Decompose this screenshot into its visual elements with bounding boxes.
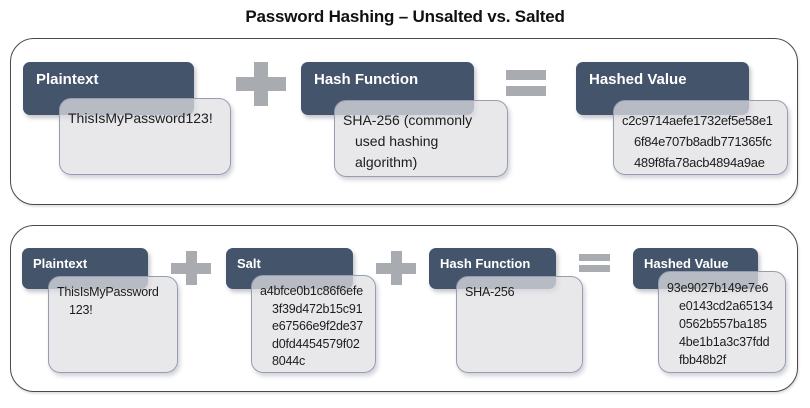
salted-panel: Plaintext ThisIsMyPassword 123! Salt a4b…	[10, 225, 798, 392]
salt-value-box: a4bfce0b1c86f6efe 3f39d472b15c91 e67566e…	[251, 275, 376, 373]
salt-label: Salt	[237, 256, 261, 271]
equals-icon	[579, 254, 610, 276]
plus-icon	[171, 251, 211, 285]
salted-hashed-value-box: 93e9027b149e7e6 e0143cd2a65134 0562b557b…	[658, 271, 786, 373]
salted-plaintext-value-box: ThisIsMyPassword 123!	[48, 276, 178, 373]
unsalted-hash-function-value-box: SHA-256 (commonly used hashing algorithm…	[334, 100, 508, 177]
unsalted-hashed-value-box: c2c9714aefe1732ef5e58e1 6f84e707b8adb771…	[613, 100, 788, 175]
salted-hash-function-value-box: SHA-256	[456, 276, 583, 373]
unsalted-plaintext-value-box: ThisIsMyPassword123!	[59, 98, 231, 175]
unsalted-plaintext-label: Plaintext	[36, 71, 99, 88]
unsalted-panel: Plaintext ThisIsMyPassword123! Hash Func…	[10, 38, 798, 205]
plus-icon	[236, 62, 286, 106]
salted-hashed-value-label: Hashed Value	[644, 256, 729, 271]
unsalted-hashed-value-label: Hashed Value	[589, 71, 687, 88]
unsalted-hash-function-label: Hash Function	[314, 71, 419, 88]
plus-icon	[376, 251, 416, 285]
page-title: Password Hashing – Unsalted vs. Salted	[245, 7, 565, 26]
equals-icon	[506, 70, 546, 102]
salted-hash-function-label: Hash Function	[440, 256, 531, 271]
salted-plaintext-label: Plaintext	[33, 256, 88, 271]
